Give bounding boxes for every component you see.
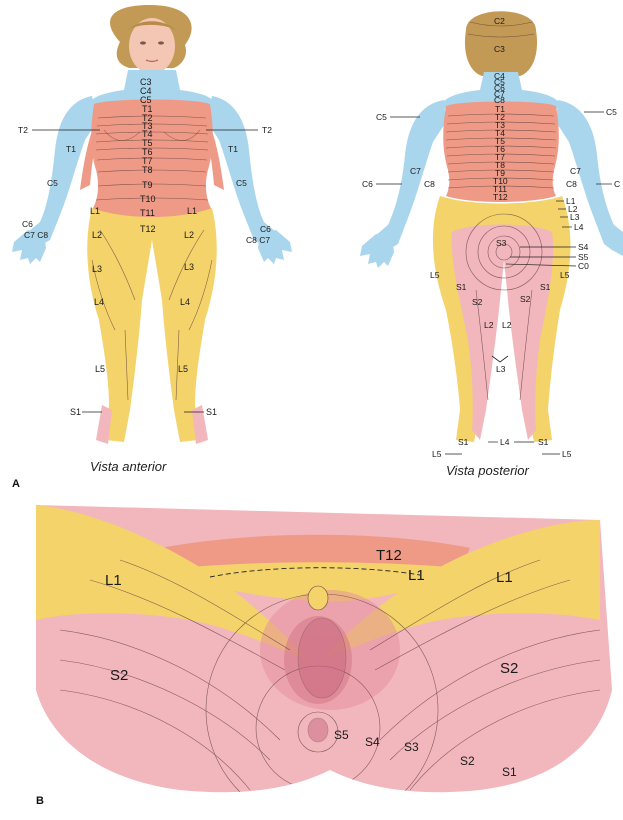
label-c6-right: C6 [260, 224, 271, 234]
label-p-l2-right: L2 [502, 320, 512, 330]
label-p-s1-foot-right: S1 [538, 437, 549, 447]
label-l4-left: L4 [94, 297, 104, 307]
label-p-s1-foot-left: S1 [458, 437, 469, 447]
label-p-l4-foot: L4 [500, 437, 510, 447]
label-t12: T12 [140, 224, 156, 234]
label-p-c5-right: C5 [606, 107, 617, 117]
anterior-legs [87, 208, 216, 442]
label-b-s2-right: S2 [500, 660, 518, 677]
label-b-s4: S4 [365, 735, 380, 749]
label-p-c5-left: C5 [376, 112, 387, 122]
label-c7c8-left: C7 C8 [24, 230, 48, 240]
label-b-s5: S5 [334, 728, 349, 742]
label-c6-left: C6 [22, 219, 33, 229]
label-l2-right: L2 [184, 230, 194, 240]
caption-posterior: Vista posterior [446, 463, 530, 478]
label-p-c0: C0 [578, 261, 589, 271]
label-p-l4: L4 [574, 222, 584, 232]
label-p-l2-left: L2 [484, 320, 494, 330]
label-b-s2-low: S2 [460, 754, 475, 768]
label-p-s2-right: S2 [520, 294, 531, 304]
label-b-l1-left: L1 [105, 572, 122, 589]
label-p-c8-left: C8 [424, 179, 435, 189]
label-p-s2-left: S2 [472, 297, 483, 307]
panel-label-b: B [36, 795, 44, 807]
panel-label-a: A [12, 478, 20, 490]
label-p-s3: S3 [496, 238, 507, 248]
label-l3-left: L3 [92, 264, 102, 274]
label-p-l5-left: L5 [430, 270, 440, 280]
label-p-l5-foot-right: L5 [562, 449, 572, 459]
label-p-c2: C2 [494, 16, 505, 26]
label-c5-right: C5 [236, 178, 247, 188]
label-b-l1-center: L1 [408, 567, 425, 584]
label-l1-left: L1 [90, 206, 100, 216]
label-l5-right: L5 [178, 364, 188, 374]
label-l2-left: L2 [92, 230, 102, 240]
label-l1-right: L1 [187, 206, 197, 216]
label-p-s1-left: S1 [456, 282, 467, 292]
label-b-t12: T12 [376, 547, 402, 564]
posterior-figure [360, 11, 623, 442]
label-p-c7-right: C7 [570, 166, 581, 176]
label-b-s3: S3 [404, 740, 419, 754]
label-p-l5-right: L5 [560, 270, 570, 280]
label-p-l3: L3 [570, 212, 580, 222]
label-b-s2-left: S2 [110, 667, 128, 684]
label-p-c6-left: C6 [362, 179, 373, 189]
label-p-c3: C3 [494, 44, 505, 54]
label-p-l5-foot-left: L5 [432, 449, 442, 459]
label-p-s4: S4 [578, 242, 589, 252]
perineal-figure [30, 500, 620, 820]
label-t1-right: T1 [228, 144, 238, 154]
label-l4-right: L4 [180, 297, 190, 307]
label-p-t12: T12 [493, 192, 508, 202]
label-b-s1-low: S1 [502, 765, 517, 779]
label-p-c7-left: C7 [410, 166, 421, 176]
label-t11: T11 [140, 208, 155, 218]
label-p-c6-right: C [614, 179, 620, 189]
label-l3-right: L3 [184, 262, 194, 272]
label-s1-right: S1 [206, 407, 217, 417]
label-s1-left: S1 [70, 407, 81, 417]
label-t1-left: T1 [66, 144, 76, 154]
label-t10: T10 [140, 194, 156, 204]
label-p-s1-right: S1 [540, 282, 551, 292]
label-t2-right: T2 [262, 125, 272, 135]
label-t8: T8 [142, 165, 153, 175]
label-b-l1-right: L1 [496, 569, 513, 586]
label-t2-left: T2 [18, 125, 28, 135]
label-p-l3-knee: L3 [496, 364, 506, 374]
label-c5-left: C5 [47, 178, 58, 188]
label-p-c8-right: C8 [566, 179, 577, 189]
label-l5-left: L5 [95, 364, 105, 374]
label-t9: T9 [142, 180, 153, 190]
label-c8c7-right: C8 C7 [246, 235, 270, 245]
caption-anterior: Vista anterior [90, 459, 167, 474]
